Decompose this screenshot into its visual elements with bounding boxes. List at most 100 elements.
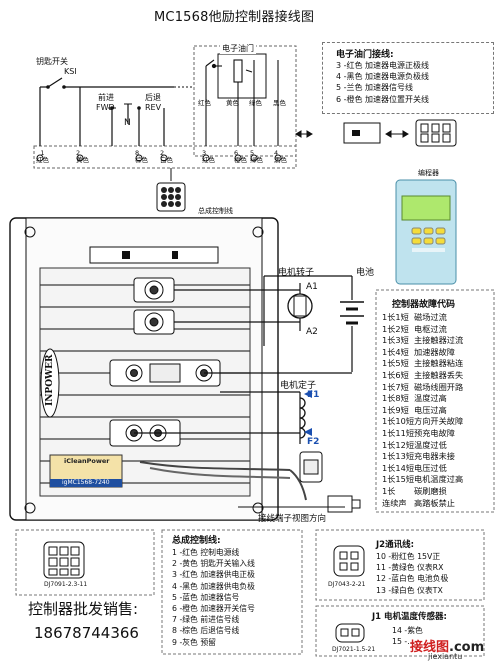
list-item: 11 -黄绿色 仪表RX <box>376 563 444 573</box>
f2-arrow <box>304 428 312 436</box>
fault-code-row: 1长7短磁场线圈开路 <box>382 382 463 394</box>
list-item: 8 -棕色 后退信号线 <box>172 626 240 636</box>
terminal-a2 <box>133 309 175 335</box>
fault-code-row: 连续声高踏板禁止 <box>382 498 463 510</box>
fault-description: 磁场线圈开路 <box>414 381 464 392</box>
direction-switch-symbol <box>108 103 165 146</box>
fault-description: 预充电故障 <box>414 427 455 438</box>
fault-code-row: 1长13短充电器未接 <box>382 451 463 463</box>
harness-connector-top <box>156 182 186 212</box>
fault-description: 磁场过流 <box>414 312 447 322</box>
fault-description: 电枢过流 <box>414 323 447 334</box>
direction-note: 接线端子视图方向 <box>258 514 327 524</box>
a1-label: A1 <box>306 282 318 292</box>
fault-code-row: 1长9短电压过高 <box>382 405 463 417</box>
throttle-connector-icons <box>343 119 457 147</box>
fault-code: 1长14短 <box>382 462 415 473</box>
watermark-text: 接线图 <box>410 640 450 655</box>
connector-arrows <box>295 130 409 138</box>
list-item: 15 -... <box>392 637 415 647</box>
motor-rotor-symbol <box>287 293 313 319</box>
fault-code: 1长12短 <box>382 439 415 450</box>
list-item: 5 -兰色 加速器信号线 <box>336 83 414 93</box>
fault-code: 1长1短 <box>382 312 409 322</box>
fault-description: 高踏板禁止 <box>414 497 455 508</box>
fault-code-row: 1长10短方向开关故障 <box>382 416 463 428</box>
fault-description: 方向开关故障 <box>414 416 464 427</box>
fault-description: 电机温度过高 <box>414 474 464 485</box>
f1-arrow <box>304 390 312 398</box>
list-item: 9 -灰色 预留 <box>172 637 216 647</box>
battery-label: 电池 <box>356 268 375 278</box>
fault-code: 1长10短 <box>382 416 415 427</box>
fault-description: 碳刷磨损 <box>414 485 447 496</box>
list-item: 10 -粉红色 15V正 <box>376 552 441 561</box>
list-item: 14 -紫色 <box>392 626 423 635</box>
sales-title: 控制器批发销售: <box>28 600 139 618</box>
fault-description: 电压过低 <box>414 462 447 473</box>
fwd-label: FWD <box>96 103 115 112</box>
neutral-label: N <box>124 118 131 128</box>
f2-label: F2 <box>307 437 320 447</box>
throttle-panel-list: 3 -红色 加速器电源正极线 4 -黑色 加速器电源负极线 5 -兰色 加速器信… <box>336 60 429 105</box>
ksi-label: KSI <box>64 67 77 76</box>
fault-code: 1长8短 <box>382 393 409 404</box>
fault-description: 温度过低 <box>414 439 447 450</box>
programmer-label: 编程器 <box>418 169 439 177</box>
fault-code-row: 1长11短预充电故障 <box>382 428 463 440</box>
throttle-wire-yellow: 黄色 <box>226 99 239 107</box>
fault-code-row: 1长3短主接触器过流 <box>382 335 463 347</box>
fault-code: 1长6短 <box>382 369 409 380</box>
fault-description: 主接触器粘连 <box>414 358 464 369</box>
j1-connector-drawing <box>335 623 365 643</box>
fault-code-row: 1长8短温度过高 <box>382 393 463 405</box>
reverse-label: 后退 <box>145 93 161 102</box>
main-control-title: 总成控制线: <box>172 536 221 546</box>
throttle-box-label: 电子油门 <box>220 43 256 54</box>
fault-code: 连续声 <box>382 497 407 508</box>
throttle-internals <box>205 59 279 146</box>
main-control-list: 1 -红色 控制电源线 2 -黄色 钥匙开关输入线 3 -红色 加速器供电正极 … <box>172 547 255 648</box>
rev-label: REV <box>145 103 162 112</box>
page-title: MC1568他励控制器接线图 <box>154 10 315 25</box>
fault-code: 1长11短 <box>382 427 415 438</box>
list-item: 12 -蓝白色 电池负极 <box>376 574 449 584</box>
fault-code: 1长3短 <box>382 335 409 346</box>
fault-code: 1长13短 <box>382 451 415 462</box>
sticker-model: igMC1568-7240 <box>62 479 110 486</box>
fault-description: 主接触器过流 <box>414 335 464 346</box>
fault-code-row: 1长6短主接触器丢失 <box>382 370 463 382</box>
fault-code-row: 1长15短电机温度过高 <box>382 474 463 486</box>
fault-code-row: 1长2短电枢过流 <box>382 324 463 336</box>
connector1-label: DJ7091-2.3-11 <box>44 581 88 588</box>
key-switch-symbol <box>39 77 174 146</box>
j2-title: J2通讯线: <box>376 540 414 550</box>
j2-connector-drawing <box>333 545 365 577</box>
list-item: 2 -黄色 钥匙开关输入线 <box>172 559 255 569</box>
cable-harness <box>139 461 307 501</box>
j1-title: J1 电机温度传感器: <box>372 612 447 622</box>
stator-coil-symbol <box>299 397 306 439</box>
fault-codes-title: 控制器故障代码 <box>392 300 456 310</box>
throttle-wiring-panel <box>322 42 494 114</box>
list-item: 7 -绿色 前进信号线 <box>172 615 240 625</box>
list-item: 4 -黑色 加速器电源负极线 <box>336 72 430 82</box>
fault-code: 1长9短 <box>382 404 409 415</box>
bus-label: 总成控制线 <box>198 207 233 215</box>
watermark-com: .com <box>449 640 485 655</box>
f1-label: F1 <box>307 390 320 400</box>
fault-code: 1长7短 <box>382 381 409 392</box>
terminal-f1 <box>109 359 221 387</box>
throttle-wire-black: 黑色 <box>273 99 286 107</box>
throttle-wire-red: 红色 <box>198 99 211 107</box>
watermark-url: jiexiantu <box>428 652 463 661</box>
sales-phone: 18678744366 <box>34 624 139 642</box>
fault-description: 温度过高 <box>414 393 447 404</box>
